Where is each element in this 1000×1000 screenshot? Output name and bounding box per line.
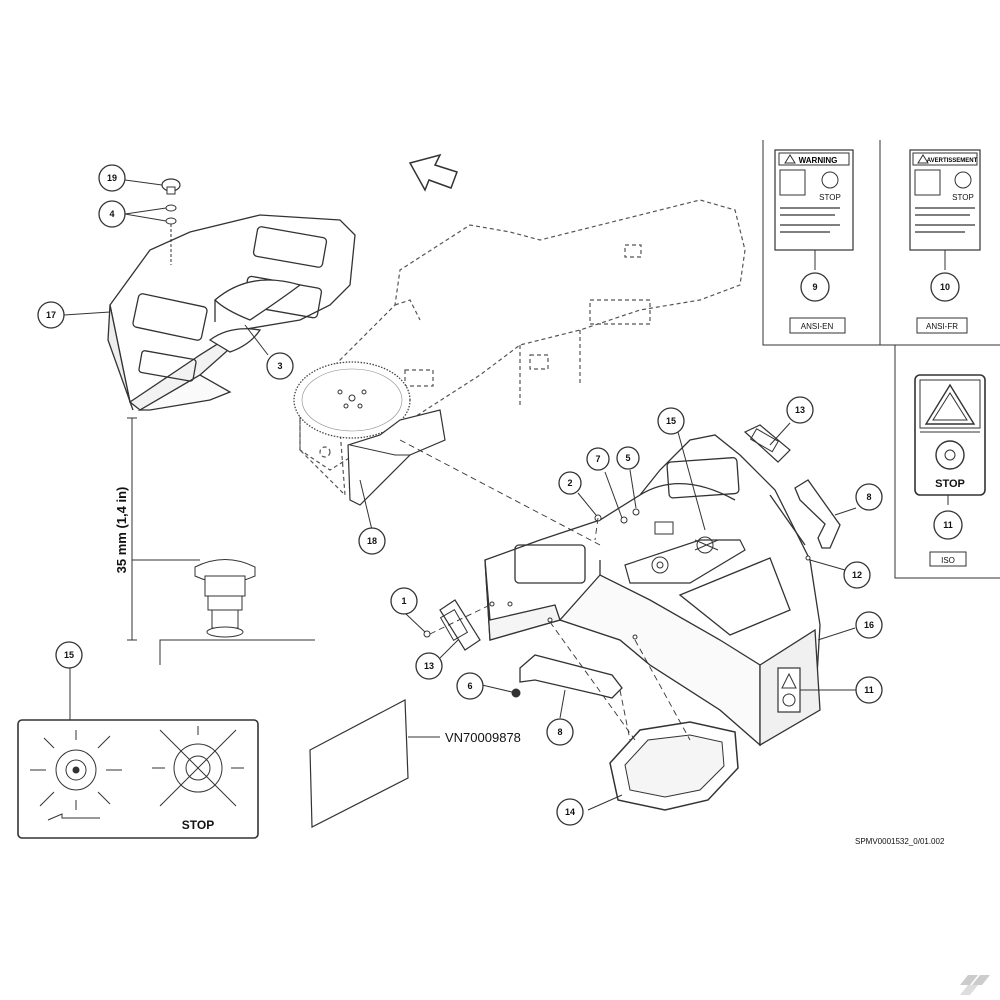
- svg-text:11: 11: [943, 520, 953, 530]
- decal-iso-standard: ISO: [941, 556, 955, 565]
- decal-15-on-body: [624, 521, 746, 584]
- decal-11-on-body: [777, 667, 801, 713]
- callout-17: 17: [37, 301, 65, 329]
- fasteners: [423, 508, 811, 698]
- callout-2: 2: [558, 471, 582, 495]
- rotation-decal-15: STOP: [17, 719, 259, 839]
- svg-text:8: 8: [866, 492, 871, 502]
- callout-13-left: 13: [415, 652, 443, 680]
- decal-ansi-fr: AVERTISSEMENT STOP: [909, 149, 981, 334]
- brand-logo-icon: [960, 975, 990, 995]
- blade-disc: [293, 361, 411, 439]
- callout-13-right: 13: [786, 396, 814, 424]
- svg-text:13: 13: [795, 405, 805, 415]
- decal-fr-title: AVERTISSEMENT: [927, 158, 978, 164]
- handle-part-8-bottom: [519, 654, 623, 699]
- decal-en-title: WARNING: [799, 156, 838, 165]
- svg-text:17: 17: [46, 310, 56, 320]
- callout-11-body: 11: [855, 676, 883, 704]
- callout-6: 6: [456, 672, 484, 700]
- svg-text:1: 1: [401, 596, 406, 606]
- svg-text:14: 14: [565, 807, 575, 817]
- callout-8-bottom: 8: [546, 718, 574, 746]
- svg-text:19: 19: [107, 173, 117, 183]
- svg-text:11: 11: [864, 685, 874, 695]
- callout-12: 12: [843, 561, 871, 589]
- decal-en-standard: ANSI-EN: [801, 322, 834, 331]
- svg-text:5: 5: [625, 453, 630, 463]
- decal-fr-standard: ANSI-FR: [926, 322, 958, 331]
- callout-7: 7: [586, 447, 610, 471]
- guard-part-18: [347, 409, 446, 506]
- callout-10: 10: [930, 272, 960, 302]
- svg-text:6: 6: [467, 681, 472, 691]
- decal-panel: [762, 140, 1000, 579]
- callout-15-body: 15: [657, 407, 685, 435]
- svg-text:15: 15: [64, 650, 74, 660]
- svg-text:13: 13: [424, 661, 434, 671]
- chute-part-14: [609, 721, 739, 811]
- part-number-label: VN70009878: [445, 730, 521, 745]
- callout-15-decal: 15: [55, 641, 83, 669]
- shield-part-13-right: [743, 424, 791, 463]
- svg-text:16: 16: [864, 620, 874, 630]
- rotation-wheel-icon: [30, 730, 122, 821]
- decal-iso: STOP: [914, 374, 986, 567]
- stop-wheel-icon: [152, 726, 244, 807]
- leader-lines: [63, 179, 949, 811]
- callout-11-iso: 11: [933, 510, 963, 540]
- decal-en-stop: STOP: [819, 193, 841, 202]
- dimension-label: 35 mm (1,4 in): [114, 487, 129, 574]
- svg-text:10: 10: [940, 282, 950, 292]
- svg-text:2: 2: [567, 478, 572, 488]
- svg-text:4: 4: [109, 209, 114, 219]
- callout-14: 14: [556, 798, 584, 826]
- sheet-part-vn: [309, 699, 440, 828]
- callout-9: 9: [800, 272, 830, 302]
- shield-part-13-left: [439, 599, 481, 651]
- callout-5: 5: [616, 446, 640, 470]
- svg-text:18: 18: [367, 536, 377, 546]
- svg-text:7: 7: [595, 454, 600, 464]
- decal-fr-stop: STOP: [952, 193, 974, 202]
- alignment-lines: [399, 439, 691, 741]
- callout-8-right: 8: [855, 483, 883, 511]
- drawing-id: SPMV0001532_0/01.002: [855, 837, 945, 846]
- decal-iso-stop: STOP: [935, 478, 965, 490]
- handle-part-8-right: [794, 479, 841, 549]
- svg-text:3: 3: [277, 361, 282, 371]
- callout-3: 3: [266, 352, 294, 380]
- dimension-detail: [127, 417, 315, 665]
- svg-text:9: 9: [812, 282, 817, 292]
- callout-4: 4: [98, 200, 126, 228]
- main-housing-part-16: [484, 434, 821, 747]
- svg-text:8: 8: [557, 727, 562, 737]
- decal-ansi-en: WARNING STOP: [774, 149, 854, 334]
- callout-18: 18: [358, 527, 386, 555]
- rotation-decal-stop-text: STOP: [182, 818, 214, 832]
- svg-text:15: 15: [666, 416, 676, 426]
- svg-text:12: 12: [852, 570, 862, 580]
- direction-arrow-icon: [408, 153, 458, 192]
- cap-part-19: [161, 178, 181, 265]
- callout-19: 19: [98, 164, 126, 192]
- callout-1: 1: [390, 587, 418, 615]
- callout-16: 16: [855, 611, 883, 639]
